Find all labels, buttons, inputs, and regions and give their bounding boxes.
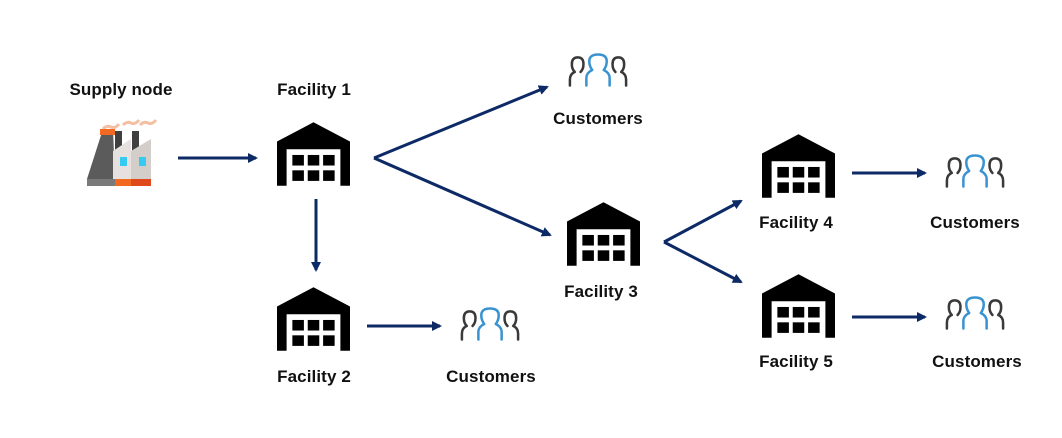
warehouse-icon-facility-2 [277,287,350,351]
facility-5-label: Facility 5 [759,352,833,371]
warehouse-icon-facility-5 [762,274,835,338]
customers-icon-4 [945,154,1005,188]
customers-1-label: Customers [553,109,643,128]
warehouse-icon-facility-1 [277,122,350,186]
customers-4-label: Customers [930,213,1020,232]
arrow-f1-c1 [373,85,549,160]
customers-icon-2 [460,307,520,341]
arrow-f1-f3 [373,156,552,237]
facility-1-label: Facility 1 [277,80,351,99]
supply-node-label: Supply node [69,80,173,99]
facility-3-label: Facility 3 [564,282,638,301]
facility-4-label: Facility 4 [759,213,833,232]
arrow-f3-f4 [663,199,743,244]
customers-icon-5 [945,296,1005,330]
warehouse-icon-facility-4 [762,134,835,198]
customers-5-label: Customers [932,352,1022,371]
facility-2-label: Facility 2 [277,367,351,386]
warehouse-icon-facility-3 [567,202,640,266]
arrow-f3-f5 [663,240,743,284]
customers-2-label: Customers [446,367,536,386]
factory-icon [87,119,158,186]
customers-icon-1 [568,53,628,87]
